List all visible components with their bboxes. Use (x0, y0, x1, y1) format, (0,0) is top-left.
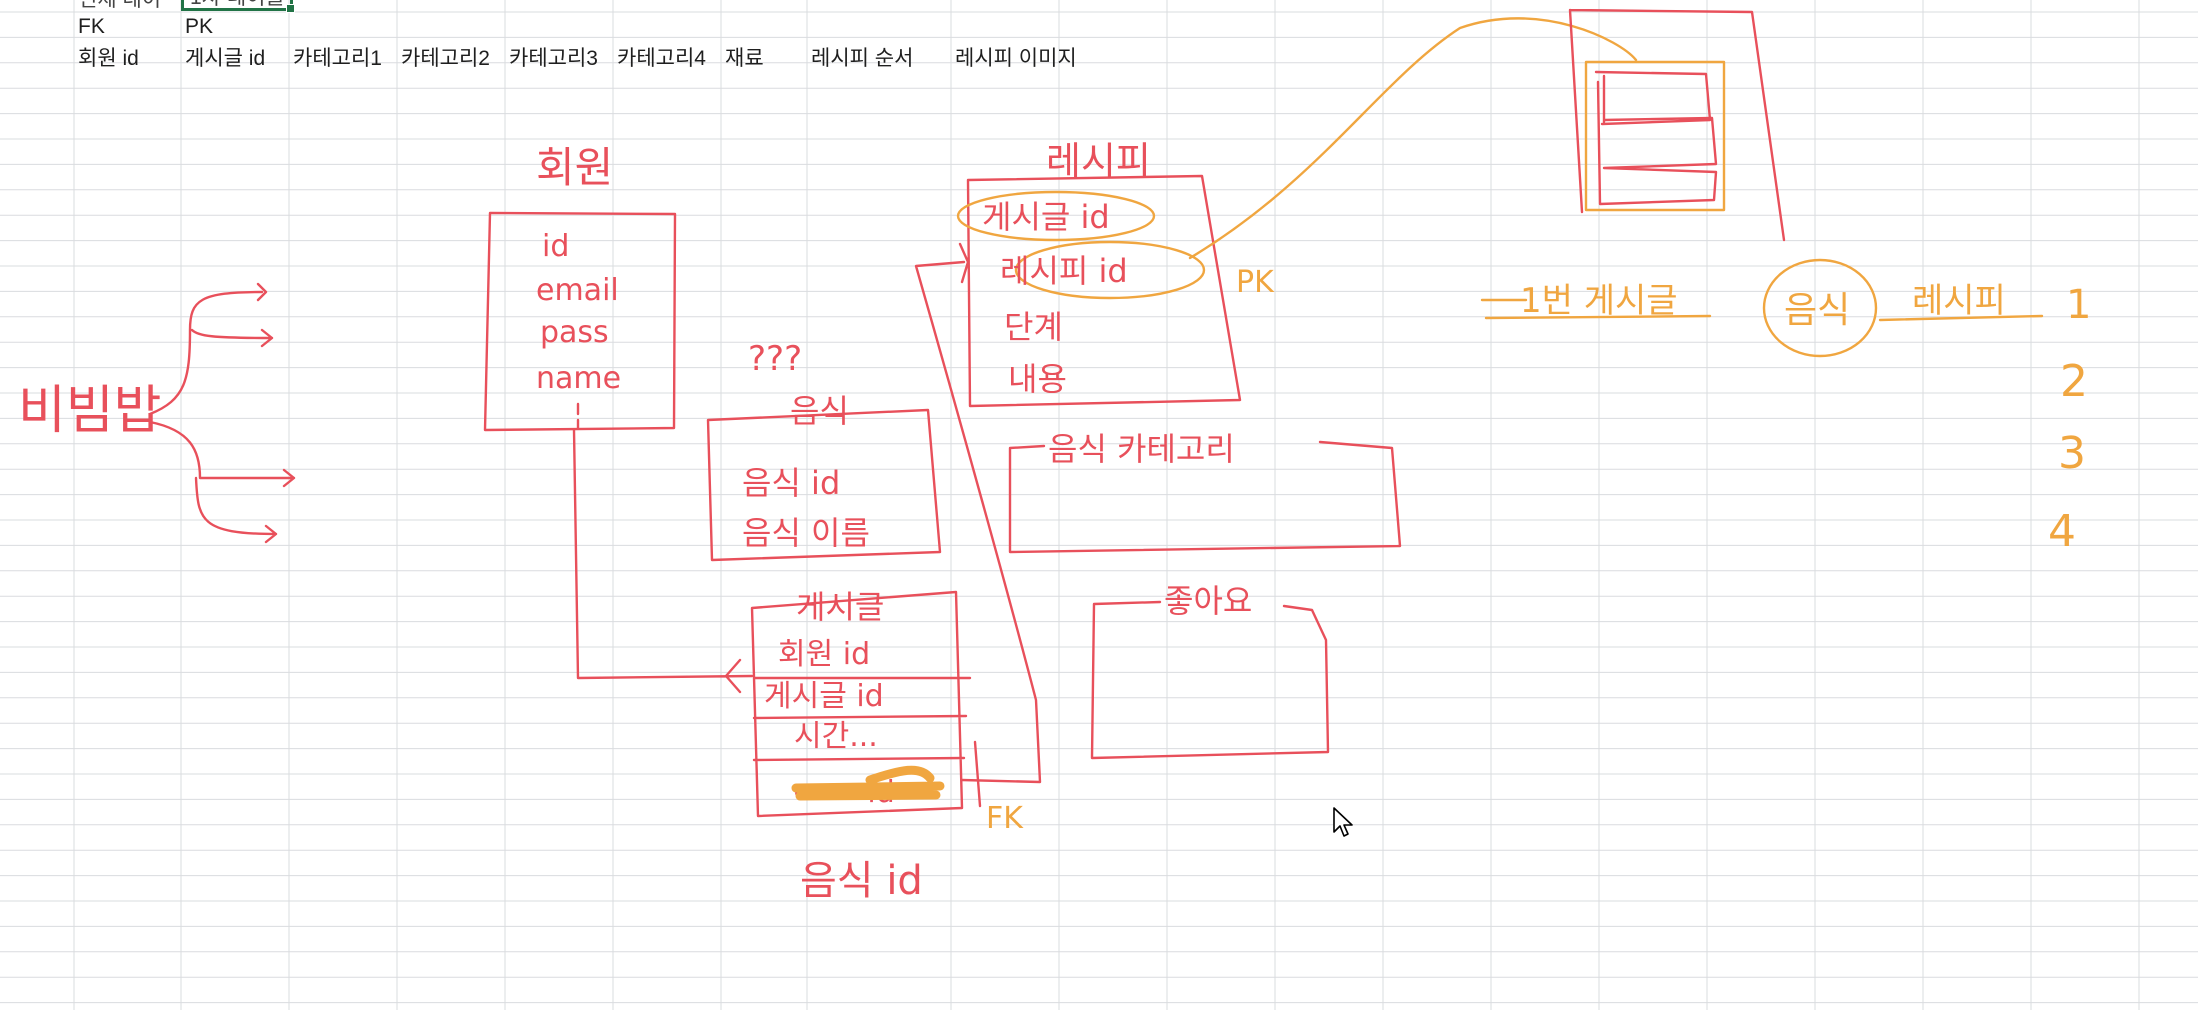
category-entity: 음식 카테고리 (1008, 430, 1402, 554)
strike-scribble (791, 765, 945, 801)
image-frame (1568, 8, 1786, 242)
right-sentence: 1번 게시글 음식 레시피 1 2 3 4 (1480, 258, 2091, 557)
like-entity: 좋아요 (1090, 582, 1330, 760)
member-box-border (483, 211, 677, 432)
cell-header-recipe-order[interactable]: 레시피 순서 (811, 47, 914, 70)
recipe-field-post-id: 게시글 id (982, 198, 1110, 236)
recipe-pk-note: PK (1236, 265, 1275, 300)
image-sketch (1568, 8, 1786, 242)
post-entity: 게시글 회원 id 게시글 id 시간... ~~~id 음식 id FK (750, 588, 1024, 904)
category-box-border (1008, 440, 1402, 554)
number-4: 4 (2048, 506, 2076, 557)
selected-cell[interactable]: 1차 테이블 (181, 0, 295, 13)
selected-cell-text: 1차 테이블 (190, 0, 285, 11)
post-field-member-id: 회원 id (778, 637, 870, 672)
recipe-image-connector (1188, 17, 1638, 260)
member-field-email: email (536, 273, 619, 308)
cell-header-recipe-image[interactable]: 레시피 이미지 (955, 47, 1077, 70)
image-content-lines (1594, 70, 1718, 206)
food-circle (1762, 258, 1878, 358)
food-title: 음식 (790, 392, 849, 430)
left-scribble-group: 비빔밥 (18, 282, 296, 544)
recipe-field-content: 내용 (1008, 360, 1067, 398)
like-title: 좋아요 (1164, 582, 1252, 620)
recipe-post-id-circle (956, 190, 1156, 242)
cell-header-member-id[interactable]: 회원 id (78, 47, 139, 70)
post-below-food-id: 음식 id (800, 858, 923, 904)
cell-fk[interactable]: FK (78, 15, 105, 38)
post-field-time: 시간... (794, 719, 878, 754)
member-field-id: id (542, 229, 569, 264)
underline-recipe (1878, 314, 2044, 322)
recipe-field-step: 단계 (1004, 308, 1063, 346)
category-title: 음식 카테고리 (1048, 430, 1235, 468)
number-2: 2 (2060, 356, 2088, 407)
member-entity: 회원 id email pass name (483, 143, 677, 432)
sentence-part-post: 1번 게시글 (1520, 281, 1678, 321)
post-field-post-id: 게시글 id (764, 679, 884, 714)
number-1: 1 (2066, 282, 2091, 328)
image-inner-frame (1584, 60, 1726, 212)
sentence-part-food: 음식 (1784, 290, 1850, 331)
cell-header-category2[interactable]: 카테고리2 (401, 47, 490, 70)
recipe-id-circle (1014, 240, 1206, 300)
brace-lines (148, 282, 296, 544)
cell-header-category4[interactable]: 카테고리4 (617, 47, 706, 70)
post-title: 게시글 (796, 588, 884, 626)
cell-top-partial[interactable]: 전체 데이 (78, 0, 161, 13)
member-post-relation (572, 428, 754, 694)
recipe-field-recipe-id: 레시피 id (1000, 252, 1128, 290)
member-field-pass: pass (540, 315, 609, 350)
cell-header-ingredient[interactable]: 재료 (725, 47, 764, 70)
cell-pk[interactable]: PK (185, 15, 214, 38)
food-box-border (706, 408, 942, 562)
post-box-border (750, 590, 982, 818)
food-question: ??? (748, 339, 802, 379)
cell-header-category1[interactable]: 카테고리1 (293, 47, 382, 70)
cell-header-category3[interactable]: 카테고리3 (509, 47, 598, 70)
member-title: 회원 (536, 143, 613, 192)
food-field-id: 음식 id (742, 464, 840, 502)
number-3: 3 (2058, 428, 2086, 479)
recipe-title: 레시피 (1046, 139, 1151, 183)
sentence-part-recipe: 레시피 (1912, 281, 2006, 321)
member-field-name: name (536, 361, 621, 396)
fill-handle[interactable] (286, 4, 295, 13)
fk-note: FK (986, 801, 1024, 836)
food-field-name: 음식 이름 (742, 514, 870, 552)
recipe-entity: 레시피 게시글 id 레시피 id 단계 내용 PK (956, 139, 1275, 408)
like-box-border (1090, 600, 1330, 760)
cell-header-post-id[interactable]: 게시글 id (185, 47, 266, 70)
recipe-box-border (966, 174, 1242, 408)
food-entity: ??? 음식 음식 id 음식 이름 (706, 339, 942, 562)
left-scribble-text: 비빔밥 (18, 381, 162, 441)
underline-post (1480, 298, 1712, 320)
mouse-pointer-icon (1333, 807, 1353, 837)
